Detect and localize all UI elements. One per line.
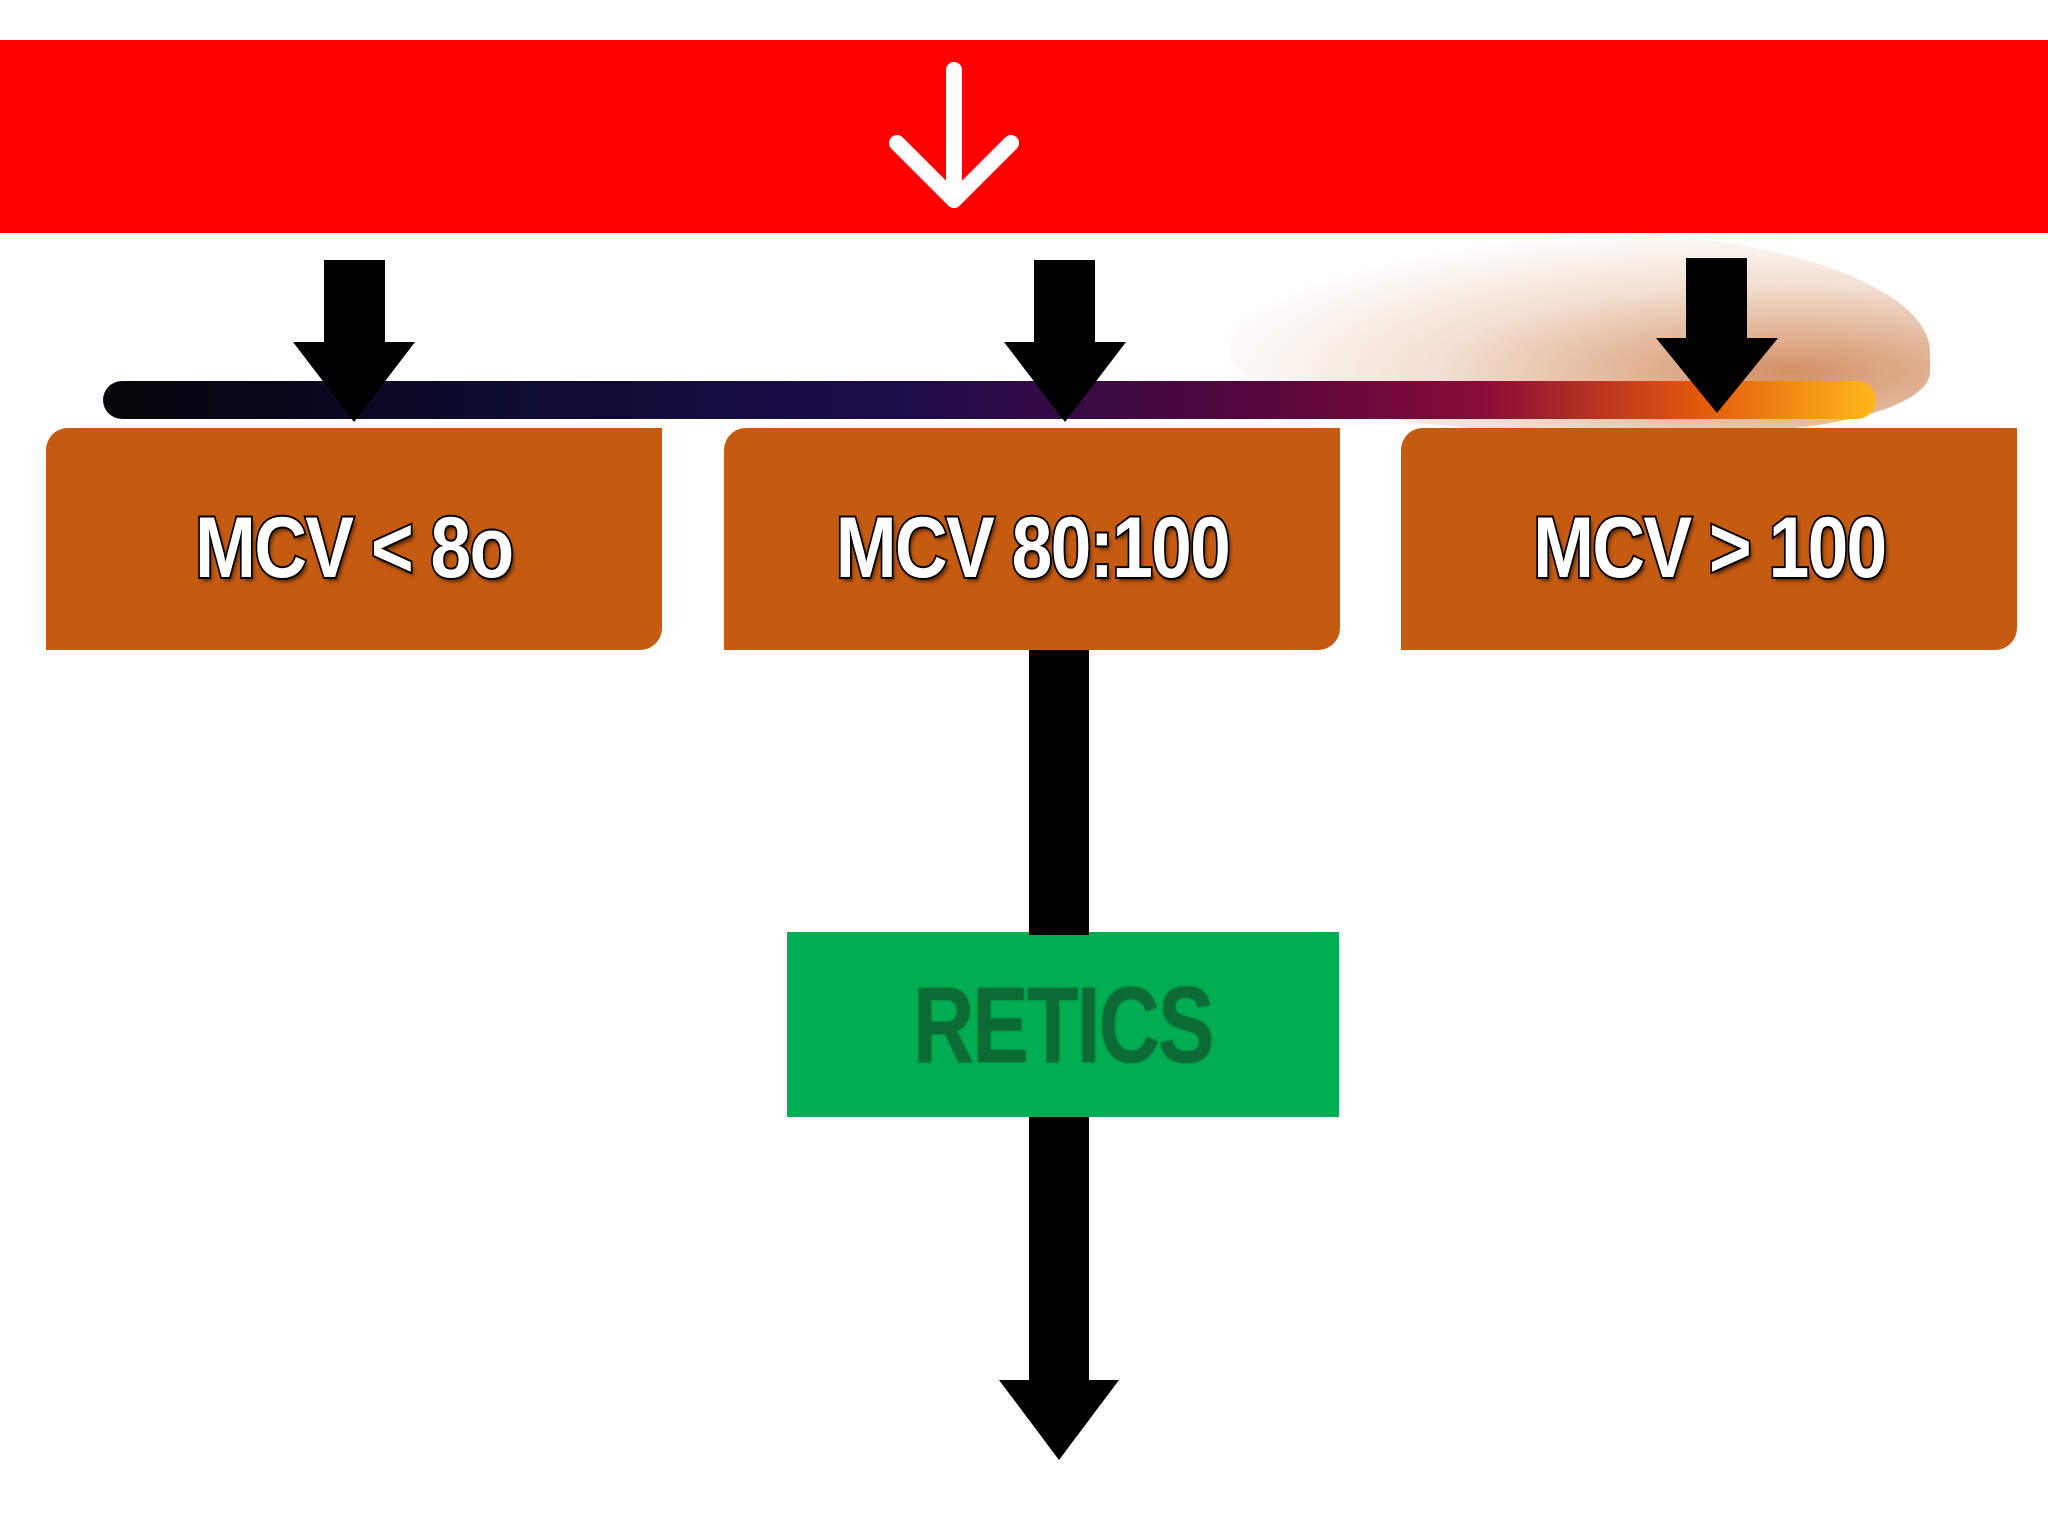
gradient-connector-bar	[103, 381, 1876, 419]
category-label-mcv-normal: MCV 80:100	[834, 498, 1232, 598]
connector-line	[1029, 650, 1089, 935]
arrow-down-solid-icon	[999, 1117, 1119, 1460]
category-label-mcv-low: MCV < 8o	[194, 498, 517, 598]
next-step-box-retics: RETICS	[787, 932, 1339, 1117]
category-box-mcv-normal: MCV 80:100	[724, 428, 1340, 650]
header-banner	[0, 40, 2048, 233]
category-box-mcv-high: MCV > 100	[1401, 428, 2017, 650]
next-step-label: RETICS	[913, 964, 1214, 1085]
category-box-mcv-low: MCV < 8o	[46, 428, 662, 650]
category-label-mcv-high: MCV > 100	[1531, 498, 1889, 598]
